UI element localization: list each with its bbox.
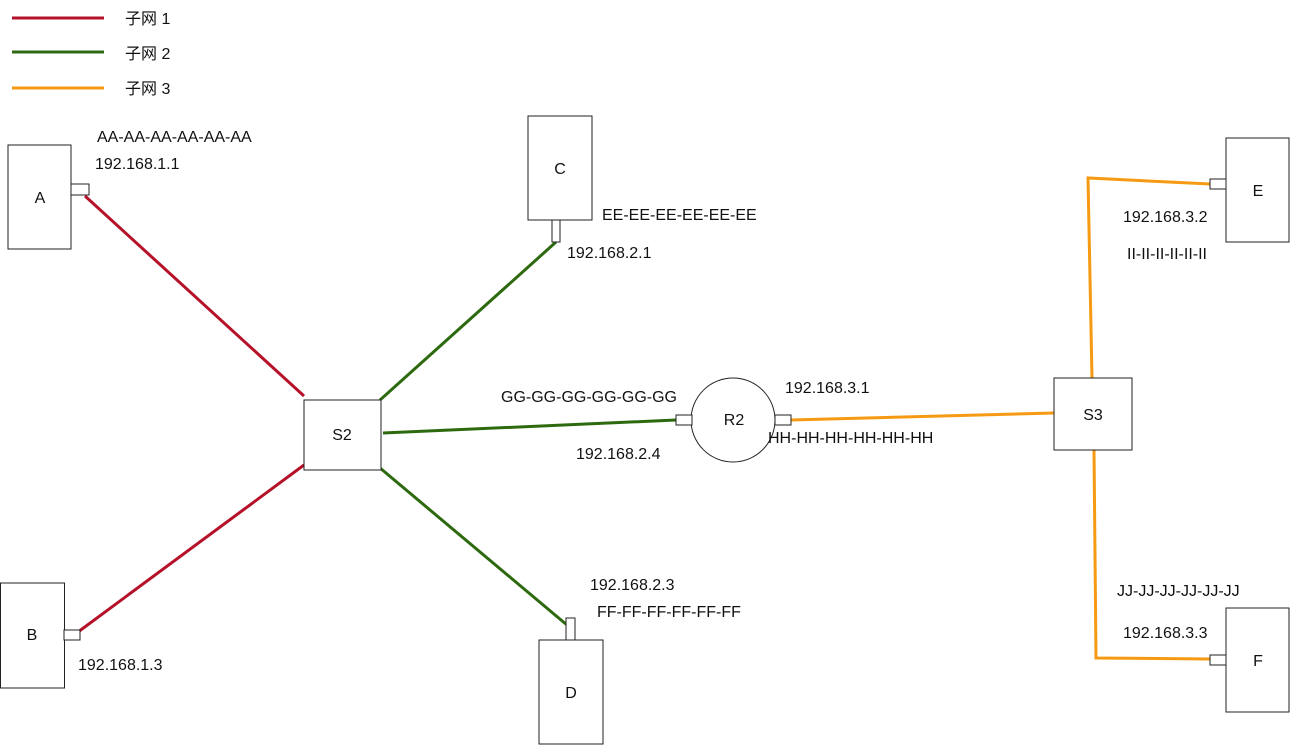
ip-label-r2-left: 192.168.2.4 <box>576 446 661 463</box>
link-s3-f <box>1092 449 1211 661</box>
host-d: D <box>538 617 604 745</box>
port-b <box>63 629 81 641</box>
link-s3-e <box>1086 176 1211 379</box>
mac-label-r2-left: GG-GG-GG-GG-GG-GG <box>501 389 677 406</box>
port-a <box>70 183 90 196</box>
port-r2-left <box>675 414 693 426</box>
host-a-label: A <box>35 190 46 207</box>
ip-label-r2-right: 192.168.3.1 <box>785 380 870 397</box>
link-r2-s3 <box>790 411 1055 422</box>
port-r2-right <box>774 414 792 426</box>
port-c <box>551 219 561 243</box>
host-d-label: D <box>565 685 577 702</box>
host-b-label: B <box>27 627 38 644</box>
legend: 子网 1 子网 2 子网 3 <box>12 10 170 98</box>
host-c-label: C <box>554 161 566 178</box>
port-f <box>1209 654 1227 666</box>
link-s2-d <box>379 466 568 627</box>
host-c: C <box>527 115 593 243</box>
host-f: F <box>1209 607 1290 713</box>
mac-label-d: FF-FF-FF-FF-FF-FF <box>597 604 741 621</box>
ip-label-e: 192.168.3.2 <box>1123 209 1208 226</box>
host-a: A <box>7 144 90 250</box>
mac-label-f: JJ-JJ-JJ-JJ-JJ-JJ <box>1117 583 1240 600</box>
legend-label-subnet-1: 子网 1 <box>125 10 170 28</box>
switch-s2: S2 <box>303 399 382 471</box>
ip-label-d: 192.168.2.3 <box>590 577 675 594</box>
host-b: B <box>0 582 81 689</box>
link-s2-r2 <box>382 418 677 435</box>
router-r2: R2 <box>675 377 792 463</box>
ip-label-a: 192.168.1.1 <box>95 156 180 173</box>
legend-label-subnet-2: 子网 2 <box>125 45 170 63</box>
switch-s2-label: S2 <box>332 427 352 444</box>
host-e-label: E <box>1253 183 1264 200</box>
port-e <box>1209 178 1227 190</box>
ip-label-f: 192.168.3.3 <box>1123 625 1208 642</box>
port-d <box>565 617 576 641</box>
legend-label-subnet-3: 子网 3 <box>125 80 170 98</box>
ip-label-b: 192.168.1.3 <box>78 657 163 674</box>
mac-label-r2-right: HH-HH-HH-HH-HH-HH <box>768 430 933 447</box>
mac-label-e: II-II-II-II-II-II <box>1127 246 1207 263</box>
ip-label-c: 192.168.2.1 <box>567 245 652 262</box>
router-r2-label: R2 <box>724 412 745 429</box>
switch-s3-label: S3 <box>1083 407 1103 424</box>
host-e: E <box>1209 137 1290 243</box>
mac-label-c: EE-EE-EE-EE-EE-EE <box>602 207 757 224</box>
link-b-s2 <box>77 463 305 634</box>
link-a-s2 <box>83 194 306 398</box>
mac-label-a: AA-AA-AA-AA-AA-AA <box>97 129 252 146</box>
switch-s3: S3 <box>1053 377 1133 451</box>
link-c-s2 <box>378 240 558 402</box>
host-f-label: F <box>1253 653 1263 670</box>
